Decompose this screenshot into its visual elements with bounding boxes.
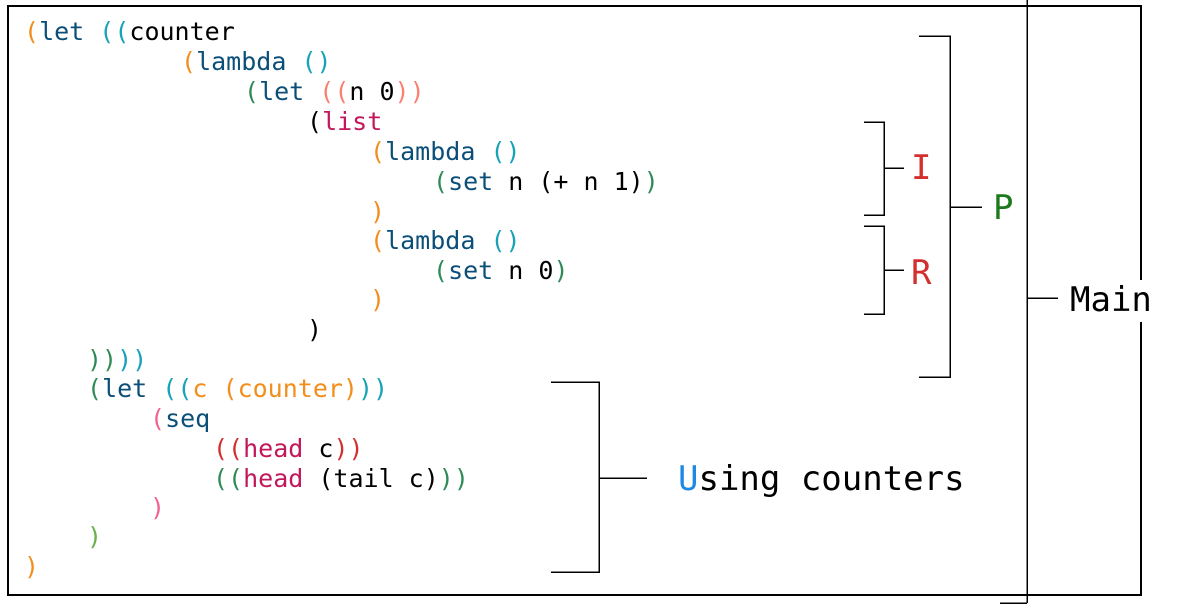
code-token: c [192,374,208,403]
code-line: (lambda () [181,47,332,77]
code-token: (counter) [222,374,358,403]
code-token: )) [438,464,469,493]
code-line: (list [307,107,382,137]
code-token: () [301,47,332,76]
code-token: (( [319,77,350,106]
code-token: ( [24,17,40,46]
code-token: ) [553,256,569,285]
code-token: ( [244,77,260,106]
code-token: () [490,226,521,255]
code-token: set [448,256,494,285]
code-token: ) [370,285,386,314]
code-token: lambda [196,47,287,76]
code-token: ( [150,404,166,433]
code-token [84,17,99,46]
code-token: ( [370,226,386,255]
i-bracket [864,121,885,216]
code-token: seq [165,404,211,433]
code-token: ( [307,107,323,136]
code-token [207,374,222,403]
code-token: ) [87,522,103,551]
label-p: P [993,188,1014,228]
code-token: (( [213,434,244,463]
code-token: ) [24,552,40,581]
code-token: n 0 [349,77,395,106]
code-token: let [102,374,148,403]
code-token: ( [433,167,449,196]
code-token: (( [99,17,130,46]
code-token: let [39,17,85,46]
code-token: let [259,77,305,106]
code-token: ( [87,374,103,403]
code-token [286,47,301,76]
code-line: (lambda () [370,226,521,256]
code-token [147,374,162,403]
code-line: ((head (tail c))) [213,464,469,494]
code-token: head [243,464,304,493]
code-token: ( [181,47,197,76]
code-token: ) [150,493,166,522]
code-line: (set n 0) [433,256,569,286]
code-token: )) [394,77,425,106]
code-token: head [243,434,304,463]
code-token: lambda [385,226,476,255]
using-bracket [551,381,600,573]
main-frame [7,5,1142,596]
code-token: () [490,137,521,166]
code-token: )) [333,434,364,463]
code-line: )))) [87,345,147,375]
code-token: (( [162,374,193,403]
code-token: (tail c) [303,464,439,493]
code-token: ( [370,137,386,166]
label-using-rest: sing counters [698,459,965,499]
code-token [475,226,490,255]
label-using-counters: Using counters [678,459,965,499]
code-line: (seq [150,404,210,434]
code-token: ( [433,256,449,285]
label-r: R [911,253,932,293]
code-line: (lambda () [370,137,521,167]
code-line: ) [370,285,385,315]
code-line: ) [24,552,39,582]
code-token [475,137,490,166]
code-token: ) [370,197,386,226]
p-bracket [919,35,951,378]
code-token: )) [357,374,389,403]
code-line: (let ((c (counter))) [87,374,388,404]
code-token: list [322,107,383,136]
r-bracket [864,225,885,315]
code-line: (set n (+ n 1)) [433,167,659,197]
code-token: ) [643,167,659,196]
label-i: I [911,148,932,188]
code-token: c [303,434,334,463]
code-line: ) [370,197,385,227]
code-line: (let ((counter [24,17,235,47]
code-line: ) [307,315,322,345]
code-token: )) [87,345,118,374]
code-line: ) [150,493,165,523]
code-token: ) [307,315,323,344]
label-main: Main [1068,280,1154,320]
code-line: ((head c)) [213,434,364,464]
code-token: counter [129,17,235,46]
code-token: n (+ n 1) [493,167,644,196]
code-token: lambda [385,137,476,166]
code-line: ) [87,522,102,552]
code-token [304,77,319,106]
code-token: n 0 [493,256,554,285]
code-token: (( [213,464,244,493]
code-line: (let ((n 0)) [244,77,425,107]
code-token: )) [117,345,148,374]
label-using-first-letter: U [678,459,699,499]
code-token: set [448,167,494,196]
